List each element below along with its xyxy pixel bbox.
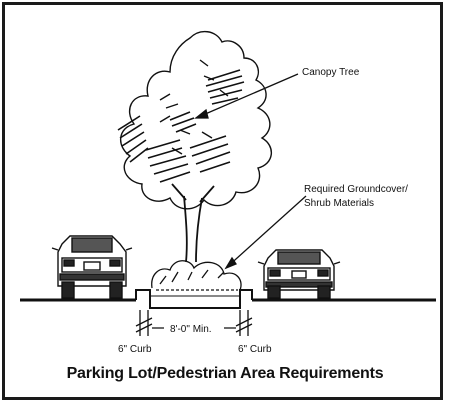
canopy-tree-label: Canopy Tree <box>302 67 360 78</box>
groundcover-label-line1: Required Groundcover/ <box>304 184 408 195</box>
groundcover-shrubs <box>151 260 242 291</box>
tree-trunk <box>171 183 215 263</box>
groundcover-label-line2: Shrub Materials <box>304 198 374 209</box>
curb-left-label: 6" Curb <box>118 344 152 355</box>
curb-right-label: 6" Curb <box>238 344 272 355</box>
figure-caption: Parking Lot/Pedestrian Area Requirements <box>66 365 384 382</box>
canopy-tree <box>120 31 272 210</box>
min-width-label: 8'-0" Min. <box>170 324 212 335</box>
leader-arrows <box>194 73 307 270</box>
figure-frame <box>2 2 443 400</box>
right-car <box>257 249 341 299</box>
dimension-markers <box>135 310 253 336</box>
pavement <box>20 289 436 309</box>
left-car <box>51 235 133 299</box>
canopy-shading <box>117 69 245 183</box>
